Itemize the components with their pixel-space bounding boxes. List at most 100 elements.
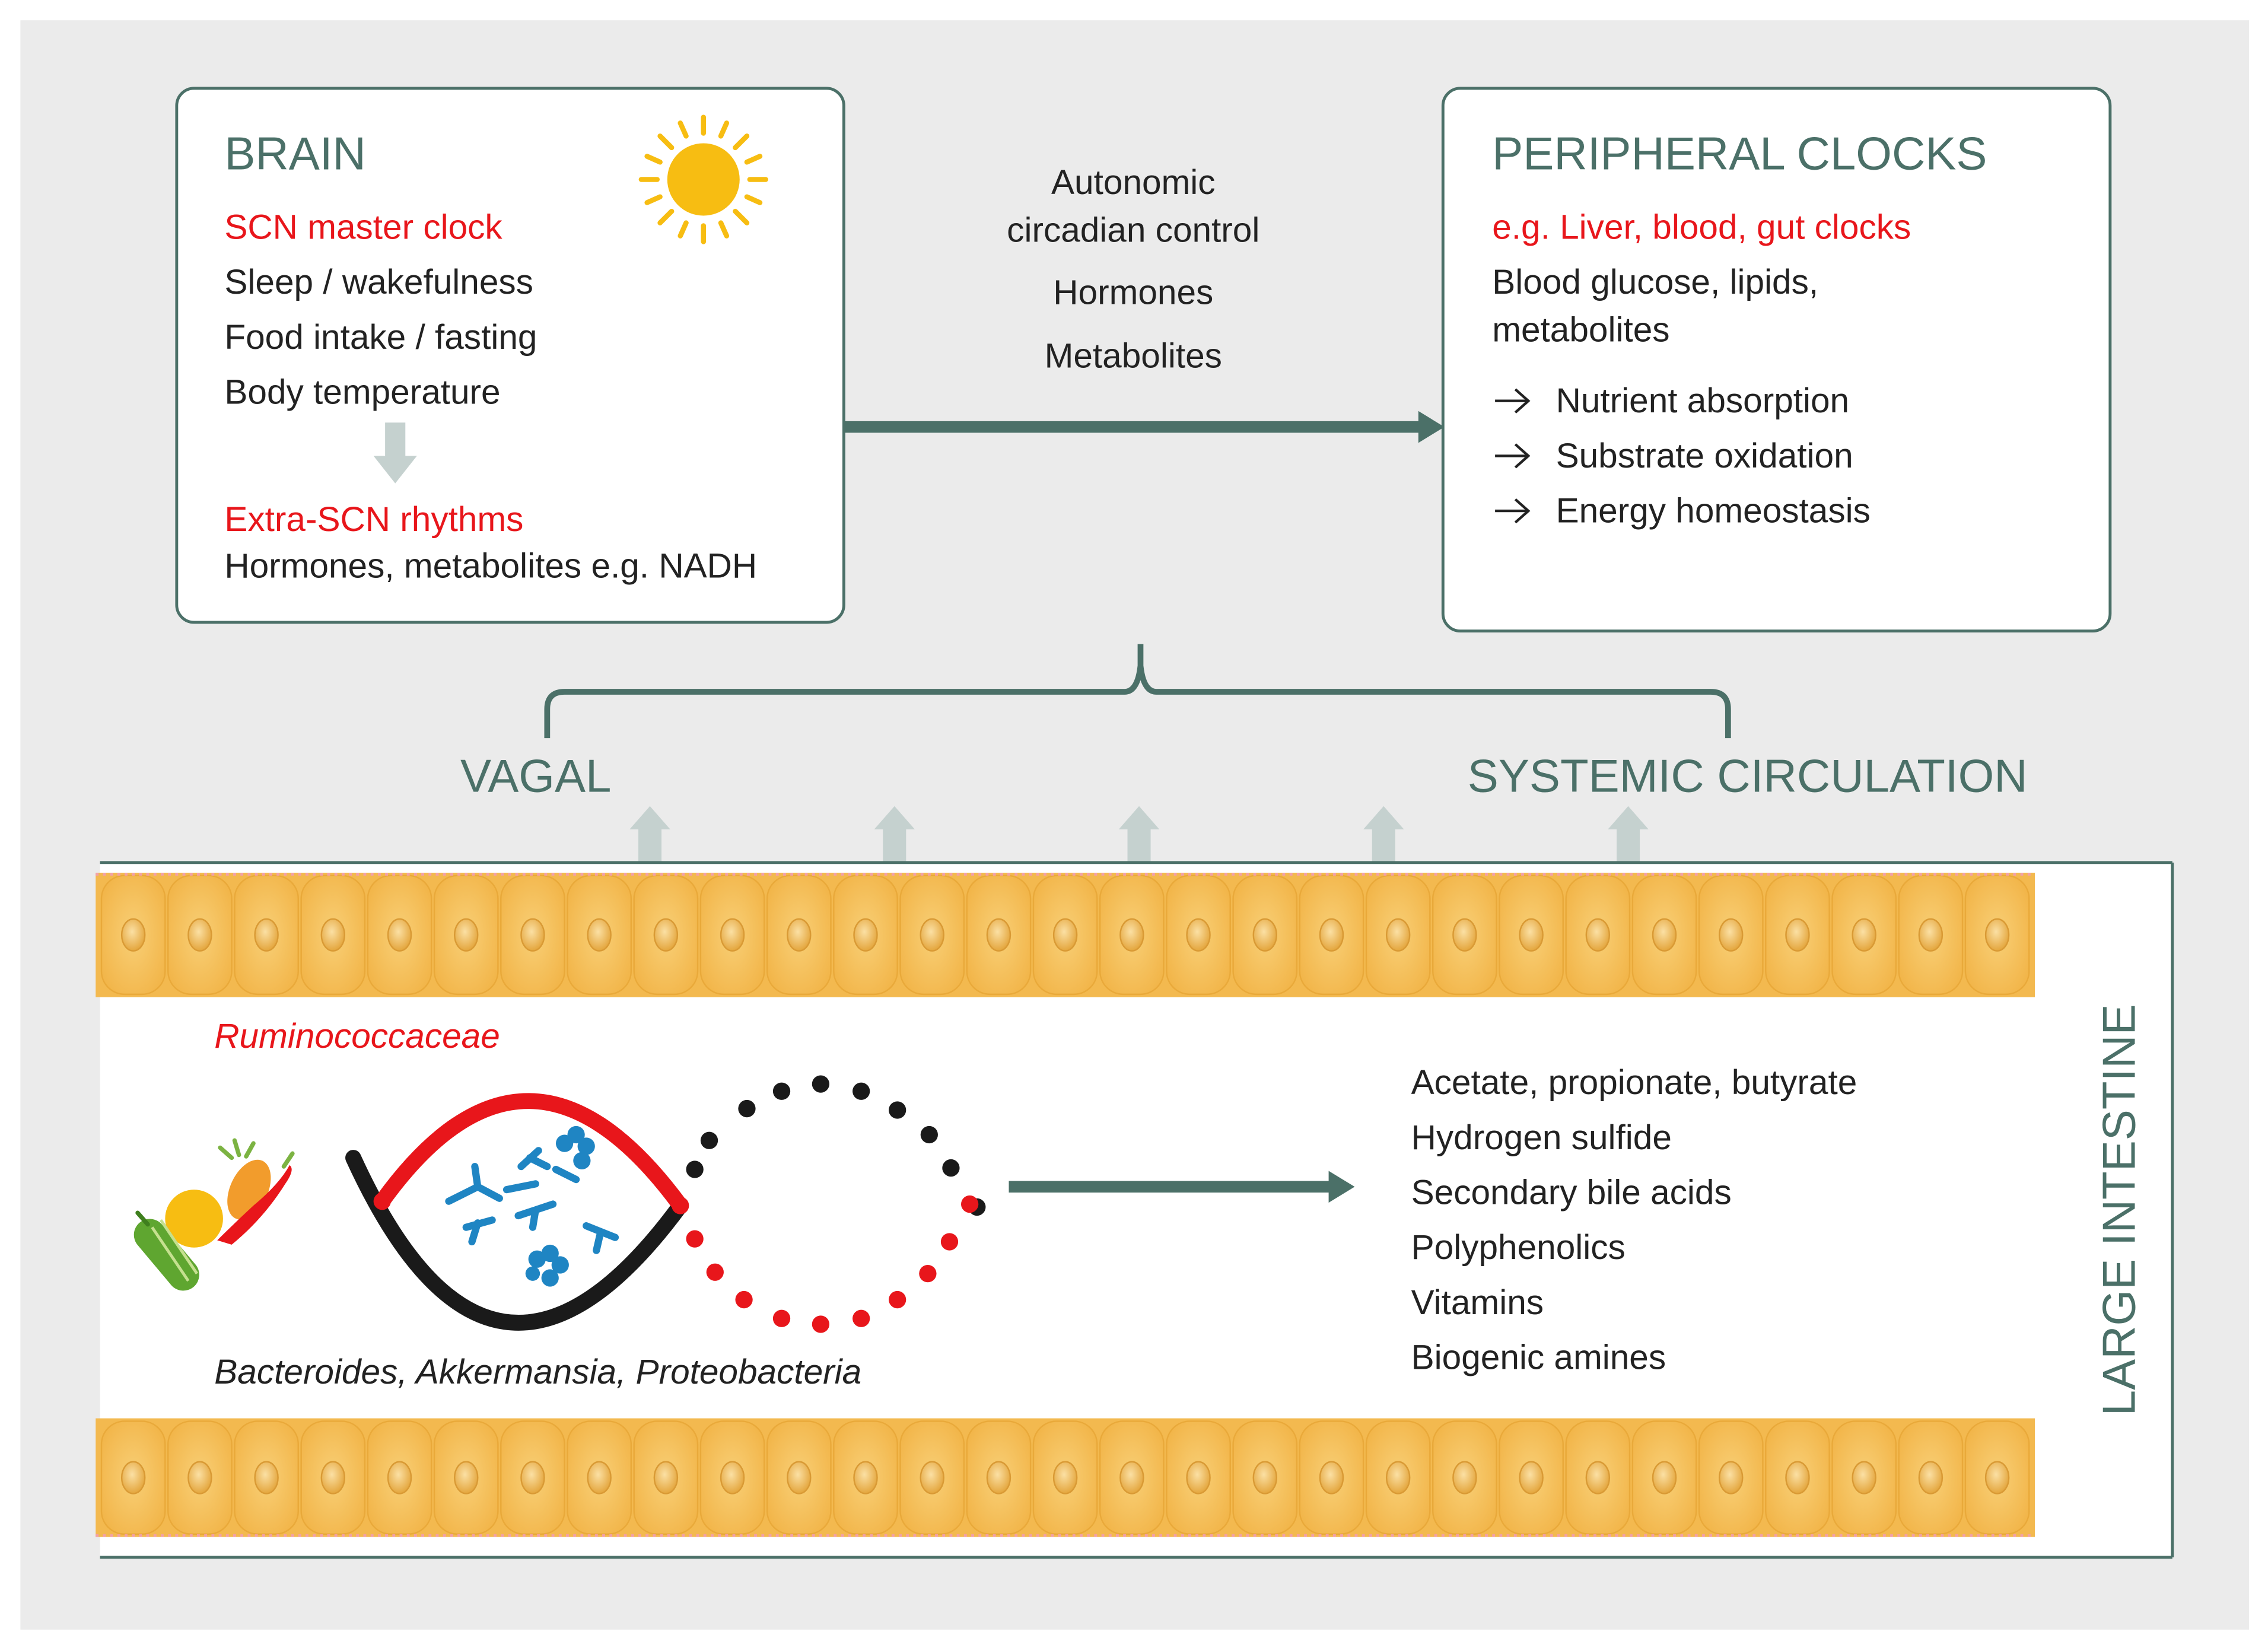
cell-nucleus xyxy=(1452,1461,1477,1495)
cell-nucleus xyxy=(1585,918,1611,952)
peripheral-examples: e.g. Liver, blood, gut clocks xyxy=(1492,208,1911,246)
brain-title: BRAIN xyxy=(224,127,366,179)
brain-panel: BRAIN SCN master clock Sleep / wakefulne… xyxy=(175,87,845,624)
up-arrow-icon xyxy=(874,806,915,863)
middle-hormones: Hormones xyxy=(1053,273,1213,311)
ruminococcaceae-label: Ruminococcaceae xyxy=(214,1017,500,1055)
cell-nucleus xyxy=(920,1461,944,1495)
product-biogenic-amines: Biogenic amines xyxy=(1411,1338,1666,1377)
bacteria-cluster xyxy=(445,1125,619,1287)
cell-nucleus xyxy=(1785,918,1810,952)
brain-box xyxy=(175,87,845,624)
product-hydrogen-sulfide: Hydrogen sulfide xyxy=(1411,1118,1672,1157)
cell-nucleus xyxy=(120,918,146,952)
bacteroides-label: Bacteroides, Akkermansia, Proteobacteria xyxy=(214,1353,861,1391)
cell-nucleus xyxy=(1119,1461,1144,1495)
cell-nucleus xyxy=(1186,1461,1211,1495)
cell-nucleus xyxy=(1385,918,1411,952)
cell-nucleus xyxy=(853,918,878,952)
cell-nucleus xyxy=(787,1461,812,1495)
down-arrow-icon xyxy=(373,422,417,484)
up-arrow-icon xyxy=(1118,806,1160,863)
brain-item-food: Food intake / fasting xyxy=(224,318,537,357)
scn-master-clock-label: SCN master clock xyxy=(224,208,502,246)
cell-nucleus xyxy=(986,918,1011,952)
cell-nucleus xyxy=(387,918,412,952)
outcome-substrate-oxidation: Substrate oxidation xyxy=(1556,437,1853,475)
cell-nucleus xyxy=(653,918,679,952)
brain-item-temperature: Body temperature xyxy=(224,373,500,412)
up-arrow-icon xyxy=(1363,806,1404,863)
cell-nucleus xyxy=(320,1461,346,1495)
cell-nucleus xyxy=(1719,1461,1744,1495)
vegetables-icon xyxy=(133,1138,295,1291)
sun-icon xyxy=(638,115,768,244)
cell-nucleus xyxy=(1652,918,1677,952)
right-arrow-icon xyxy=(1495,498,1531,524)
middle-autonomic: Autonomic xyxy=(1051,163,1216,202)
cell-nucleus xyxy=(1852,1461,1876,1495)
cell-nucleus xyxy=(720,1461,745,1495)
cell-nucleus xyxy=(1585,1461,1611,1495)
cell-nucleus xyxy=(1519,1461,1544,1495)
up-arrow-icon xyxy=(629,806,670,863)
outcome-list: Nutrient absorption Substrate oxidation … xyxy=(1495,381,1871,530)
red-dotted-arc xyxy=(686,1195,979,1333)
cell-nucleus xyxy=(520,1461,545,1495)
middle-signals: Autonomic circadian control Hormones Met… xyxy=(844,163,1445,443)
cell-nucleus xyxy=(320,918,346,952)
cell-nucleus xyxy=(1652,1461,1677,1495)
right-arrow-icon xyxy=(1495,443,1531,469)
cell-nucleus xyxy=(1452,918,1477,952)
cell-nucleus xyxy=(1984,918,2010,952)
cell-nucleus xyxy=(1186,918,1211,952)
right-arrow-icon xyxy=(1495,388,1531,414)
large-intestine-panel: LARGE INTESTINE Ruminococcaceae Bacteroi… xyxy=(96,861,2174,1559)
cell-nucleus xyxy=(1852,918,1876,952)
cell-nucleus xyxy=(1519,918,1544,952)
cell-nucleus xyxy=(1319,1461,1344,1495)
middle-circadian-control: circadian control xyxy=(1007,211,1259,249)
large-intestine-label: LARGE INTESTINE xyxy=(2092,1004,2145,1416)
extra-scn-text: Hormones, metabolites e.g. NADH xyxy=(224,546,757,585)
metabolite-list: Acetate, propionate, butyrate Hydrogen s… xyxy=(1411,1063,1857,1376)
cell-nucleus xyxy=(1918,918,1943,952)
epithelium-top xyxy=(96,872,2035,997)
product-scfa: Acetate, propionate, butyrate xyxy=(1411,1063,1857,1102)
cell-nucleus xyxy=(254,1461,279,1495)
cell-nucleus xyxy=(187,1461,212,1495)
cell-nucleus xyxy=(787,918,812,952)
cell-nucleus xyxy=(587,918,612,952)
metabolite-output-arrowhead xyxy=(1328,1171,1355,1203)
cell-nucleus xyxy=(1918,1461,1943,1495)
cell-nucleus xyxy=(1785,1461,1810,1495)
cell-nucleus xyxy=(1119,918,1144,952)
peripheral-line2: metabolites xyxy=(1492,311,1669,349)
systemic-circulation-label: SYSTEMIC CIRCULATION xyxy=(1468,749,2028,802)
cell-nucleus xyxy=(254,918,279,952)
cell-nucleus xyxy=(120,1461,146,1495)
cell-nucleus xyxy=(387,1461,412,1495)
vagal-label: VAGAL xyxy=(460,749,612,802)
cell-nucleus xyxy=(1252,918,1277,952)
cell-nucleus xyxy=(1252,1461,1277,1495)
product-bile-acids: Secondary bile acids xyxy=(1411,1174,1732,1212)
cell-nucleus xyxy=(853,1461,878,1495)
cell-nucleus xyxy=(187,918,212,952)
outcome-nutrient-absorption: Nutrient absorption xyxy=(1556,381,1850,420)
ruminococcaceae-curve xyxy=(374,1093,689,1214)
cell-nucleus xyxy=(1385,1461,1411,1495)
bacteroides-curve xyxy=(345,1150,689,1331)
cell-nucleus xyxy=(520,918,545,952)
brain-to-peripheral-arrowhead xyxy=(1418,411,1445,443)
cell-nucleus xyxy=(1719,918,1744,952)
cell-nucleus xyxy=(1319,918,1344,952)
cell-nucleus xyxy=(587,1461,612,1495)
product-vitamins: Vitamins xyxy=(1411,1283,1544,1322)
upward-arrows xyxy=(629,806,1649,863)
peripheral-panel: PERIPHERAL CLOCKS e.g. Liver, blood, gut… xyxy=(1441,87,2112,633)
microbiome-cycle xyxy=(345,1075,986,1333)
cell-nucleus xyxy=(653,1461,679,1495)
outcome-energy-homeostasis: Energy homeostasis xyxy=(1556,492,1871,530)
